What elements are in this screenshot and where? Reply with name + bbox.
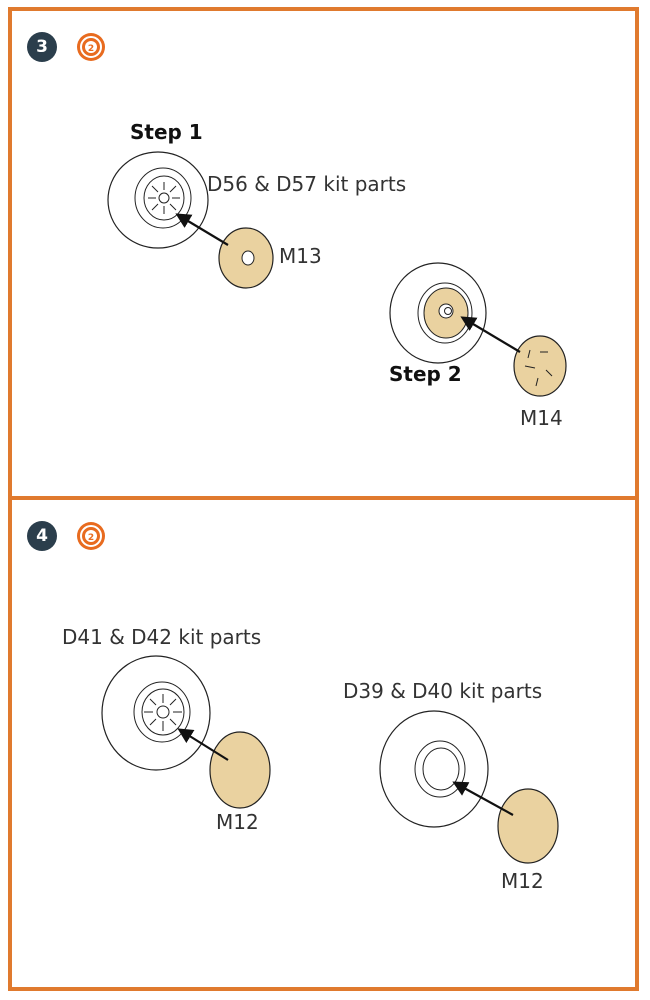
- part-label-m13: M13: [279, 244, 322, 268]
- instruction-panel-step-3: [8, 7, 639, 500]
- step-number-badge: 3: [27, 32, 57, 62]
- part-label-d41-d42: D41 & D42 kit parts: [62, 625, 262, 649]
- glue-icon: 2: [77, 33, 105, 61]
- step-number-badge: 4: [27, 521, 57, 551]
- part-label-m14: M14: [520, 406, 563, 430]
- step-number: 4: [36, 526, 48, 546]
- step-1-label: Step 1: [130, 120, 203, 144]
- part-label-m12: M12: [216, 810, 259, 834]
- part-label-m12: M12: [501, 869, 544, 893]
- part-label-d56-d57: D56 & D57 kit parts: [207, 172, 407, 196]
- glue-icon: 2: [77, 522, 105, 550]
- svg-text:2: 2: [88, 533, 94, 543]
- step-number: 3: [36, 37, 48, 57]
- svg-text:2: 2: [88, 44, 94, 54]
- part-label-d39-d40: D39 & D40 kit parts: [343, 679, 543, 703]
- step-2-label: Step 2: [389, 362, 462, 386]
- instruction-panel-step-4: [8, 496, 639, 991]
